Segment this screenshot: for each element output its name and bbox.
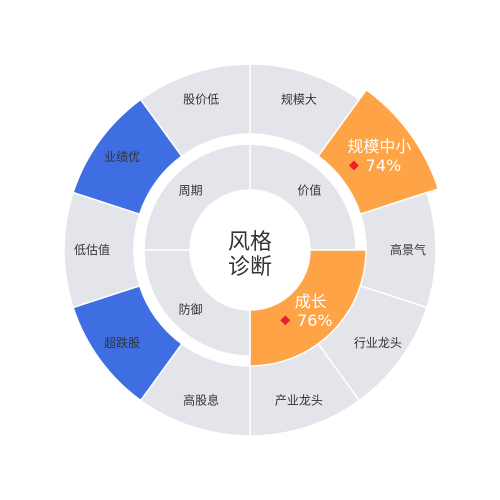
inner-label-1: 成长 [295, 292, 327, 311]
outer-value-1: 74% [366, 156, 402, 175]
inner-segment-0[interactable] [249, 143, 357, 251]
inner-segment-3[interactable] [143, 143, 251, 251]
inner-label-0: 价值 [297, 183, 321, 198]
inner-label-2: 防御 [179, 301, 203, 316]
inner-value-marker-1 [280, 315, 291, 326]
outer-value-marker-1 [348, 160, 359, 171]
inner-ring [143, 143, 371, 371]
outer-label-1: 规模中小 [347, 137, 411, 156]
outer-ring [63, 63, 440, 437]
outer-label-3: 行业龙头 [354, 336, 402, 350]
inner-value-1: 76% [297, 311, 333, 330]
outer-segment-9[interactable] [139, 63, 251, 158]
outer-label-2: 高景气 [390, 242, 426, 257]
outer-label-0: 规模大 [281, 92, 317, 107]
inner-segment-2[interactable] [143, 249, 251, 357]
outer-label-6: 超跌股 [104, 335, 140, 350]
outer-label-8: 业绩优 [104, 150, 140, 164]
outer-label-4: 产业龙头 [275, 393, 323, 407]
center-title-line1: 风格 [228, 230, 272, 255]
outer-label-5: 高股息 [183, 392, 219, 407]
center-title-line2: 诊断 [228, 255, 272, 280]
outer-label-9: 股价低 [183, 93, 219, 107]
outer-label-7: 低估值 [74, 242, 110, 257]
outer-segment-1[interactable] [317, 88, 440, 216]
inner-label-3: 周期 [179, 184, 203, 198]
